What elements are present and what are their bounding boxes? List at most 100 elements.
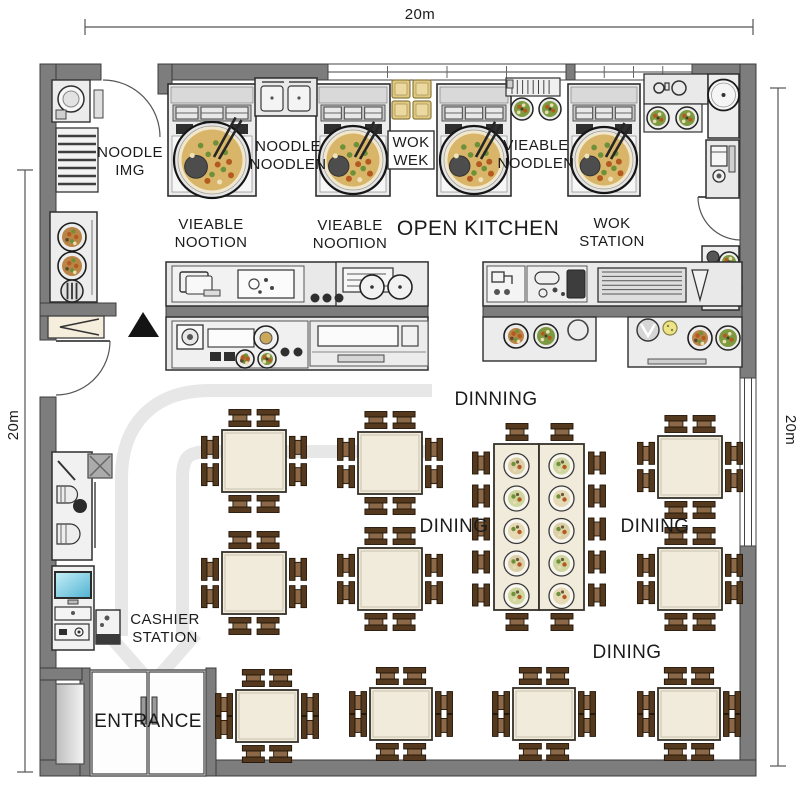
rect [593, 521, 601, 537]
rect [430, 557, 438, 573]
chair [472, 517, 490, 541]
rect [483, 583, 490, 607]
circle [541, 331, 545, 336]
circle [511, 331, 516, 336]
circle [293, 347, 303, 357]
rect [425, 465, 432, 489]
chair [215, 715, 233, 739]
chopstick [479, 123, 503, 160]
chair [425, 465, 443, 489]
north-arrow [128, 312, 159, 337]
circle [729, 337, 734, 342]
lemon [662, 320, 678, 336]
circle [474, 141, 481, 148]
chair [725, 469, 743, 493]
chair [725, 441, 743, 465]
chair [723, 713, 741, 737]
rect [593, 488, 601, 504]
chair [301, 715, 319, 739]
dimension-left-label: 20m [5, 410, 22, 440]
rect [637, 713, 644, 737]
chair [201, 585, 219, 609]
double-sink [254, 77, 318, 117]
rect [664, 426, 688, 433]
rect [664, 415, 688, 422]
rect [260, 536, 276, 544]
rect [695, 748, 711, 756]
circle [220, 166, 227, 173]
rect [289, 585, 296, 609]
rect [583, 717, 591, 733]
dining-table [369, 687, 433, 741]
rect [360, 713, 367, 737]
pot-icon [671, 80, 687, 96]
circle [508, 555, 525, 572]
rect [375, 754, 399, 761]
circle [511, 461, 516, 467]
rect [588, 517, 595, 541]
chair [588, 517, 606, 541]
dining-left-label: DINING [420, 516, 489, 537]
rect [228, 420, 252, 427]
wall-segment [205, 667, 217, 777]
rect [241, 745, 265, 752]
wall-segment [565, 63, 576, 81]
circle [556, 461, 561, 467]
circle [512, 500, 517, 505]
rect [648, 581, 655, 605]
rect [228, 506, 252, 513]
circle [73, 270, 77, 275]
rect [554, 618, 570, 626]
chair [725, 581, 743, 605]
cashier-station-unit [51, 451, 121, 651]
circle [214, 161, 221, 168]
rect [342, 585, 350, 601]
rect [360, 550, 420, 608]
rect [599, 484, 606, 508]
circle [688, 117, 693, 122]
dining-table-group [215, 669, 319, 763]
rect [664, 624, 688, 631]
circle [681, 119, 686, 124]
circle [608, 176, 614, 182]
rect [648, 441, 655, 465]
circle [557, 468, 562, 472]
rect [364, 508, 388, 515]
rect [256, 542, 280, 549]
rect [695, 672, 711, 680]
chair [241, 669, 265, 687]
rect [256, 420, 280, 427]
burner-control [445, 124, 462, 134]
circle [510, 336, 514, 341]
doors [55, 79, 741, 396]
rect [435, 691, 442, 715]
chair [518, 667, 542, 685]
door-leaf-right [148, 671, 205, 775]
plate [503, 452, 530, 480]
rect [337, 581, 344, 605]
rect [342, 557, 350, 573]
circle [562, 562, 567, 567]
rect [589, 691, 596, 715]
circle [652, 119, 657, 124]
rect [648, 713, 655, 737]
dimension-right-label: 20m [782, 415, 799, 445]
chair [692, 527, 716, 545]
circle [471, 170, 477, 176]
circle [453, 153, 459, 159]
circle [560, 460, 565, 464]
chevron-icon [59, 318, 100, 336]
dining-table-group [337, 411, 443, 515]
dining-table-group [492, 667, 596, 761]
circle [659, 117, 664, 122]
chair [337, 553, 355, 577]
rect [660, 690, 718, 738]
chair [637, 581, 655, 605]
rect [691, 754, 715, 761]
round-sink [707, 73, 740, 139]
rect [436, 553, 443, 577]
rect [472, 484, 479, 508]
circle [478, 177, 484, 183]
